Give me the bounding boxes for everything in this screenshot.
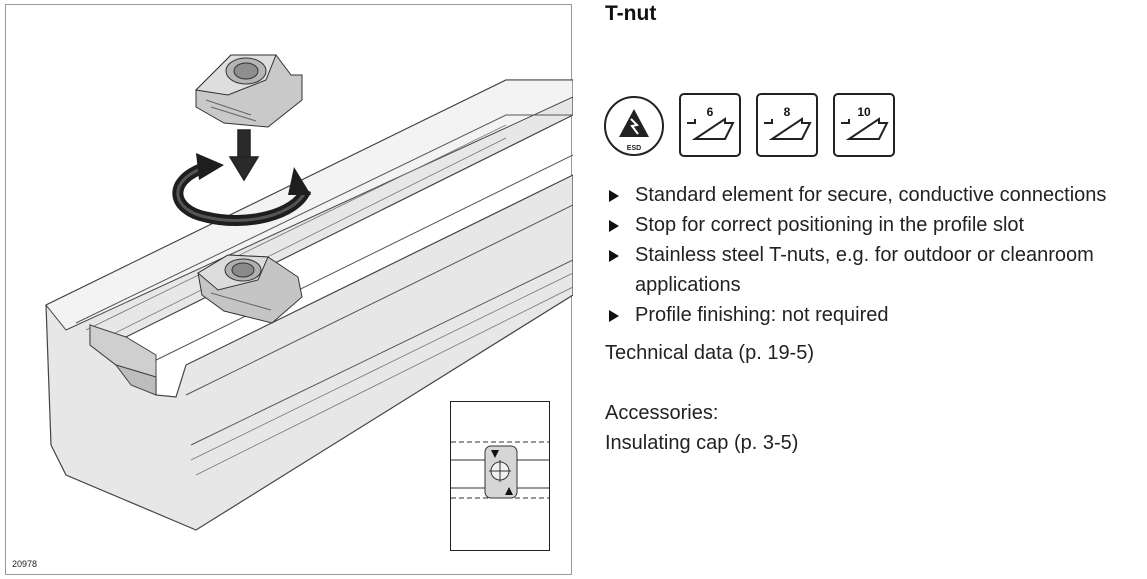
bullet-arrow-icon [609, 250, 619, 262]
slot-10-label: 10 [857, 105, 871, 119]
feature-text: Stainless steel T-nuts, e.g. for outdoor… [635, 244, 1094, 296]
feature-item: Standard element for secure, conductive … [605, 180, 1147, 210]
bullet-arrow-icon [609, 310, 619, 322]
technical-data-link[interactable]: Technical data (p. 19-5) [605, 342, 815, 364]
accessories-heading: Accessories: [605, 402, 719, 424]
esd-icon: ESD [603, 95, 665, 157]
feature-text: Stop for correct positioning in the prof… [635, 214, 1025, 236]
insert-arrow [228, 129, 260, 182]
slot-detail-drawing [451, 441, 549, 499]
slot-8-icon: 8 [756, 93, 818, 157]
rotation-arrow [172, 153, 312, 226]
feature-item: Profile finishing: not required [605, 300, 1147, 330]
feature-item: Stainless steel T-nuts, e.g. for outdoor… [605, 240, 1147, 300]
bullet-arrow-icon [609, 220, 619, 232]
t-nut-lower [197, 254, 303, 324]
slot-detail-inset [450, 401, 550, 551]
feature-item: Stop for correct positioning in the prof… [605, 210, 1147, 240]
feature-list: Standard element for secure, conductive … [605, 180, 1147, 330]
svg-text:ESD: ESD [627, 145, 641, 152]
page-title: T-nut [605, 2, 657, 25]
feature-text: Standard element for secure, conductive … [635, 184, 1107, 206]
slot-6-icon: 6 [679, 93, 741, 157]
feature-text: Profile finishing: not required [635, 304, 889, 326]
bullet-arrow-icon [609, 190, 619, 202]
slot-10-icon: 10 [833, 93, 895, 157]
accessories-item-link[interactable]: Insulating cap (p. 3-5) [605, 432, 799, 454]
figure-number: 20978 [12, 559, 38, 569]
slot-6-label: 6 [706, 105, 714, 119]
product-illustration: 20978 [5, 4, 573, 575]
slot-8-label: 8 [783, 105, 791, 119]
profile-assembly-drawing [45, 54, 573, 531]
t-nut-upper [194, 54, 303, 128]
